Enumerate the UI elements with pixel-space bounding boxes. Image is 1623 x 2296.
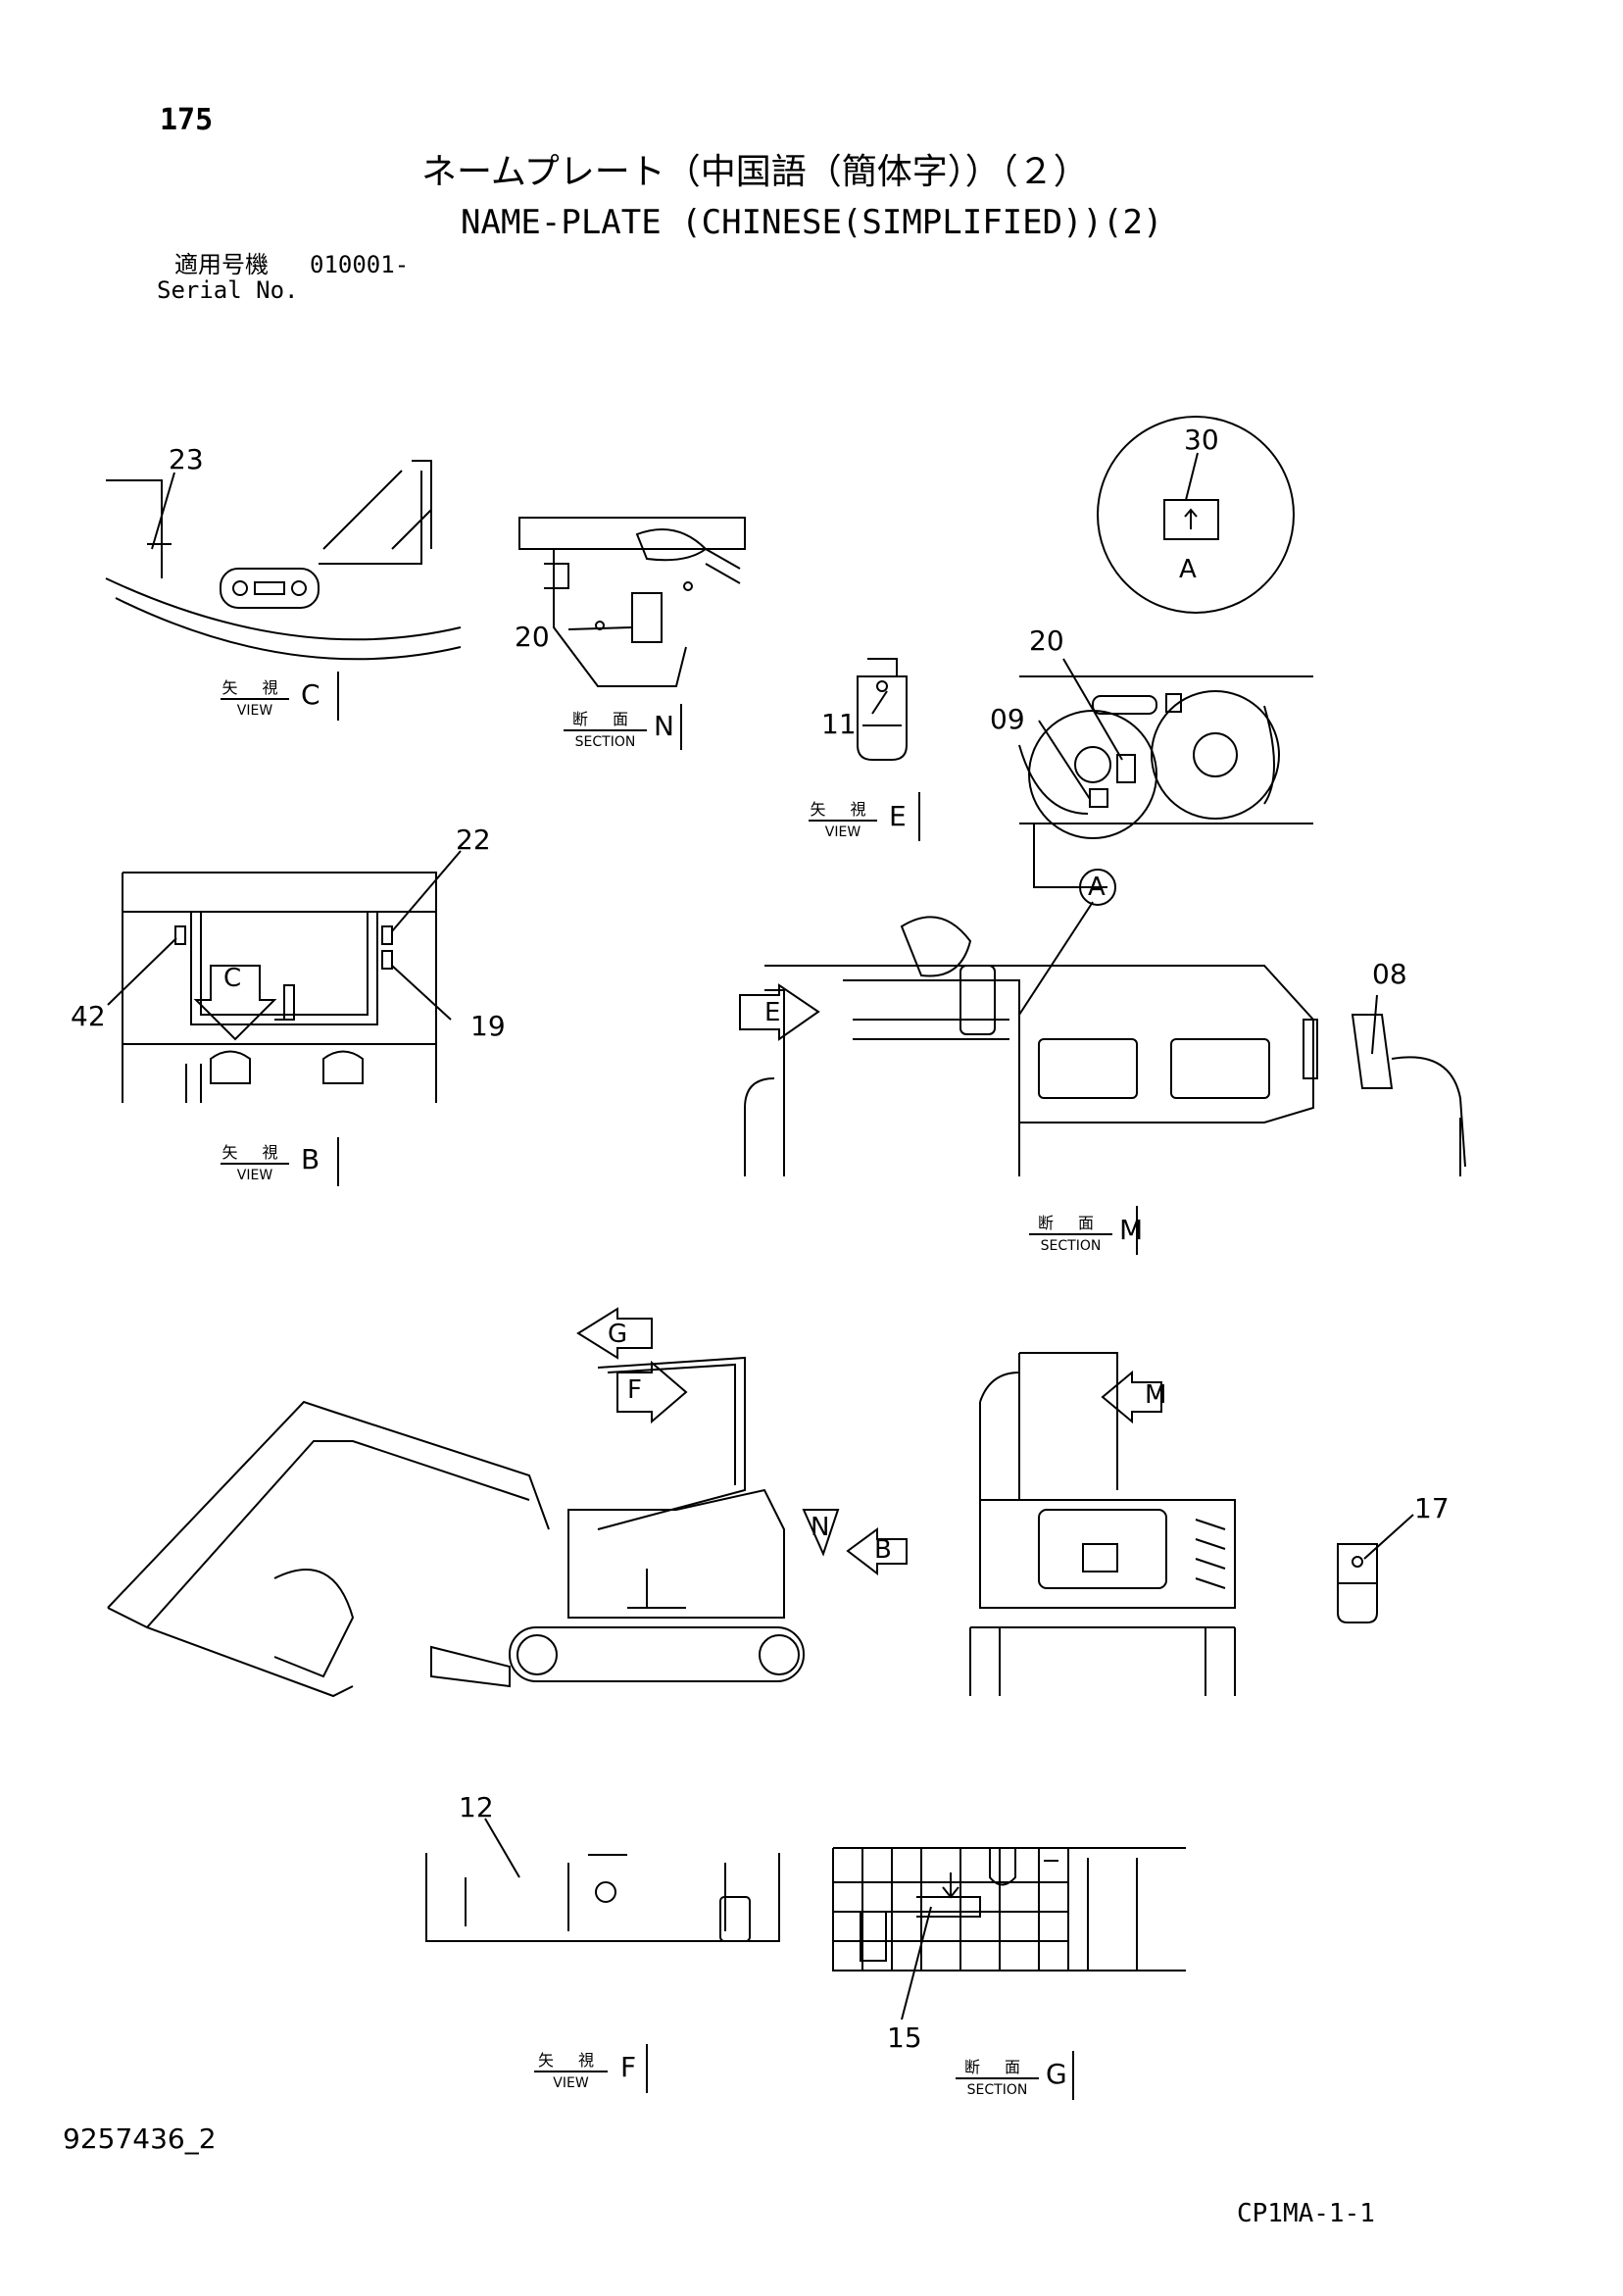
section-n-drawing <box>518 517 746 687</box>
callout-12: 12 <box>459 1791 494 1823</box>
leader-lines <box>107 452 1414 2021</box>
callout-20-section-n: 20 <box>515 621 550 653</box>
detail-a-drawing <box>1097 416 1295 614</box>
view-b-arrow-letter: B <box>874 1535 892 1565</box>
serial-value: 010001- <box>310 251 410 278</box>
page-number: 175 <box>160 103 214 137</box>
callout-23: 23 <box>169 443 204 475</box>
callout-30: 30 <box>1184 424 1219 456</box>
callout-22: 22 <box>456 824 491 856</box>
callout-20-pump: 20 <box>1029 624 1064 657</box>
callout-42: 42 <box>71 1000 106 1032</box>
section-n-arrow-letter: N <box>811 1513 830 1542</box>
drawing-id: 9257436_2 <box>63 2122 217 2155</box>
view-e-drawing <box>857 658 908 761</box>
view-b-drawing <box>122 872 437 1103</box>
section-m-arrow-letter: M <box>1145 1380 1167 1410</box>
pump-detail-drawing <box>1018 675 1313 839</box>
view-c-drawing <box>105 460 462 661</box>
view-g-arrow-letter: G <box>608 1320 628 1349</box>
callout-15: 15 <box>887 2021 922 2054</box>
view-f-drawing <box>425 1853 780 1942</box>
serial-label-en: Serial No. <box>157 276 299 304</box>
callout-19: 19 <box>470 1010 506 1042</box>
serial-label-jp: 適用号機 <box>174 251 269 278</box>
rear-view-drawing <box>969 1352 1236 1696</box>
callout-09: 09 <box>990 703 1025 735</box>
callout-17: 17 <box>1414 1492 1450 1524</box>
side-view-drawing <box>107 1356 805 1698</box>
decal-17-drawing <box>1337 1543 1378 1623</box>
callout-08: 08 <box>1372 958 1407 990</box>
page-title-en: NAME-PLATE (CHINESE(SIMPLIFIED))(2) <box>461 203 1163 242</box>
detail-a-marker: A <box>1179 555 1197 584</box>
view-e-arrow-letter: E <box>764 998 781 1027</box>
catalog-code: CP1MA-1-1 <box>1237 2199 1375 2228</box>
direction-arrows <box>193 869 1162 1576</box>
label-rules <box>337 672 1138 2100</box>
section-a-bubble: A <box>1088 873 1106 902</box>
callout-11: 11 <box>821 708 857 740</box>
view-c-arrow-letter: C <box>223 964 242 993</box>
view-f-arrow-letter: F <box>627 1375 642 1405</box>
page-title-jp: ネームプレート（中国語（簡体字））（２） <box>421 152 1089 192</box>
section-m-drawing <box>744 824 1466 1176</box>
section-g-drawing <box>832 1847 1186 1972</box>
